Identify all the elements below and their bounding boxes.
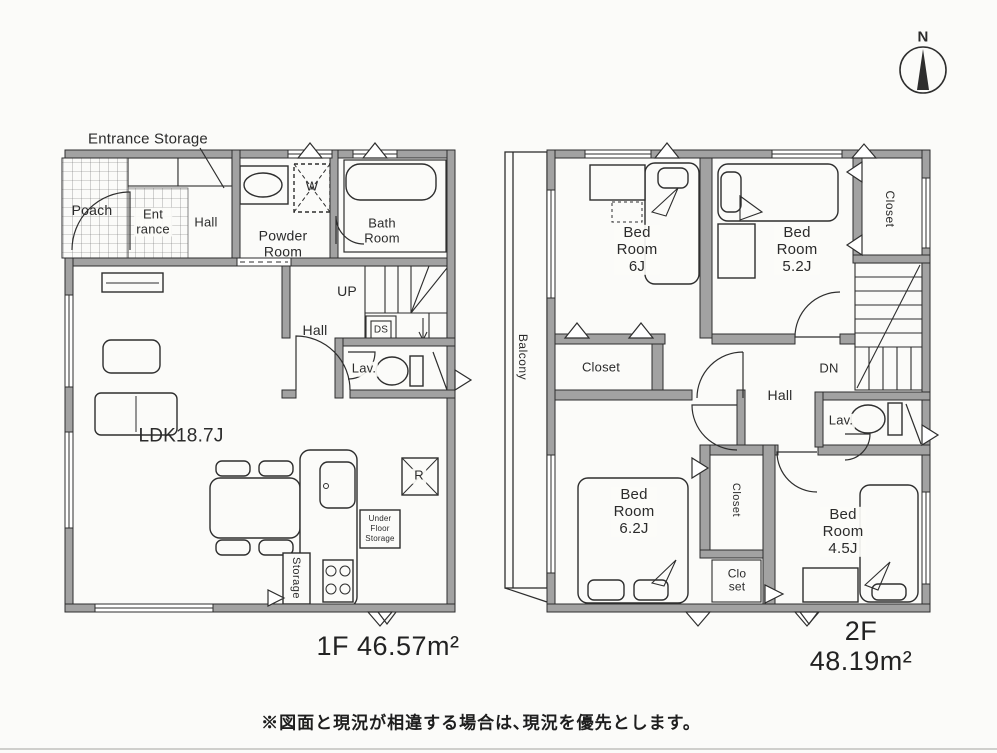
toilet-2f [850, 402, 922, 445]
pillow-45j [871, 583, 907, 601]
chair [258, 539, 294, 556]
scan-artifact-line [0, 748, 997, 750]
stairs-down [854, 262, 923, 391]
vent-markers-1f [267, 142, 473, 627]
bedroom-6j-door [696, 351, 744, 399]
toilet-1f [375, 351, 448, 391]
area-label-leader-1f [377, 611, 397, 625]
washer-label: W [305, 178, 319, 194]
closet-right-label: Closet [883, 190, 897, 228]
under-floor-storage-box [359, 509, 401, 549]
kitchen-sink [319, 461, 356, 509]
compass-n-label: N [917, 28, 929, 46]
hall-entry-label: Hall [194, 214, 218, 230]
bedroom-52j-door [794, 291, 841, 338]
lav-door-2f [844, 433, 871, 461]
hall-1f-label: Hall [302, 322, 328, 339]
area-label-1f: 1F 46.57m² [316, 630, 460, 661]
lav-1f-label: Lav. [349, 360, 379, 377]
powder-room-label: Powder Room [258, 227, 308, 259]
hall-2f-label: Hall [767, 387, 793, 404]
living-table [102, 339, 161, 374]
ldk-label: LDK18.7J [138, 425, 224, 447]
entrance-storage-label: Entrance Storage [88, 130, 208, 148]
closet-lower-label: Closet [730, 482, 742, 518]
furniture-2f [577, 162, 922, 604]
porch-label: Poach [71, 202, 113, 219]
balcony-label: Balcony [516, 333, 530, 381]
bath-room-label: Bath Room [364, 215, 400, 245]
compass [899, 46, 947, 94]
floor-1f [61, 142, 473, 627]
flag-markers [650, 187, 891, 591]
windows-2f [546, 149, 931, 585]
area-label-2f: 2F 48.19m² [809, 615, 913, 676]
bedroom-45j-door [776, 451, 818, 493]
chair [215, 460, 251, 477]
pillow-52j [720, 171, 742, 213]
floor-2f [504, 142, 940, 627]
dresser-52j [717, 223, 756, 279]
closet-small-inner [711, 559, 762, 603]
entrance-storage-box [127, 157, 233, 187]
dining-table [209, 477, 301, 539]
closet-mid-label: Closet [581, 359, 621, 375]
pillow-6j [657, 167, 689, 189]
up-label: UP [337, 283, 357, 300]
leader-lines-1f [199, 147, 397, 625]
chair [258, 460, 294, 477]
closet-small-label: Clo set [727, 566, 747, 594]
desk-6j [589, 164, 646, 201]
bath-door [335, 215, 365, 245]
ds-label: DS [373, 324, 389, 336]
desk-45j [802, 567, 859, 603]
chair [215, 539, 251, 556]
bedroom-6j-label: Bed Room 6J [614, 223, 660, 276]
bed-52j [717, 163, 839, 222]
compass-circle [899, 46, 947, 94]
lav-2f-label: Lav. [826, 412, 856, 429]
area-label-leader-2f [799, 611, 819, 625]
furniture-1f [94, 157, 448, 608]
compass-needle-icon [917, 49, 929, 90]
bed-62j [577, 477, 689, 604]
under-floor-storage-label: Under Floor Storage [365, 514, 395, 543]
powder-sink-bowl [243, 172, 283, 198]
bathtub [345, 163, 437, 201]
vent-markers-2f [563, 142, 940, 627]
dn-label: DN [819, 360, 839, 376]
doors-2f [691, 291, 871, 493]
bedroom-45j-label: Bed Room 4.5J [820, 505, 866, 558]
disclaimer-note: ※図面と現況が相違する場合は､現況を優先とします。 [261, 713, 701, 733]
pillow-62j [587, 579, 625, 601]
entrance-door [71, 191, 131, 251]
stove [322, 559, 354, 603]
bedroom-52j-label: Bed Room 5.2J [774, 223, 820, 276]
entrance-storage-leader [199, 147, 225, 189]
bedroom-62j-label: Bed Room 6.2J [611, 485, 657, 538]
doors-1f [71, 191, 376, 391]
pillow-62j [633, 579, 669, 601]
walls-2f [546, 149, 931, 613]
washer-box [293, 163, 331, 213]
bedroom-62j-door [691, 404, 738, 451]
storage-1f-label: Storage [290, 556, 302, 600]
entrance-label: Ent rance [134, 206, 172, 237]
fridge-label: R [412, 467, 426, 484]
